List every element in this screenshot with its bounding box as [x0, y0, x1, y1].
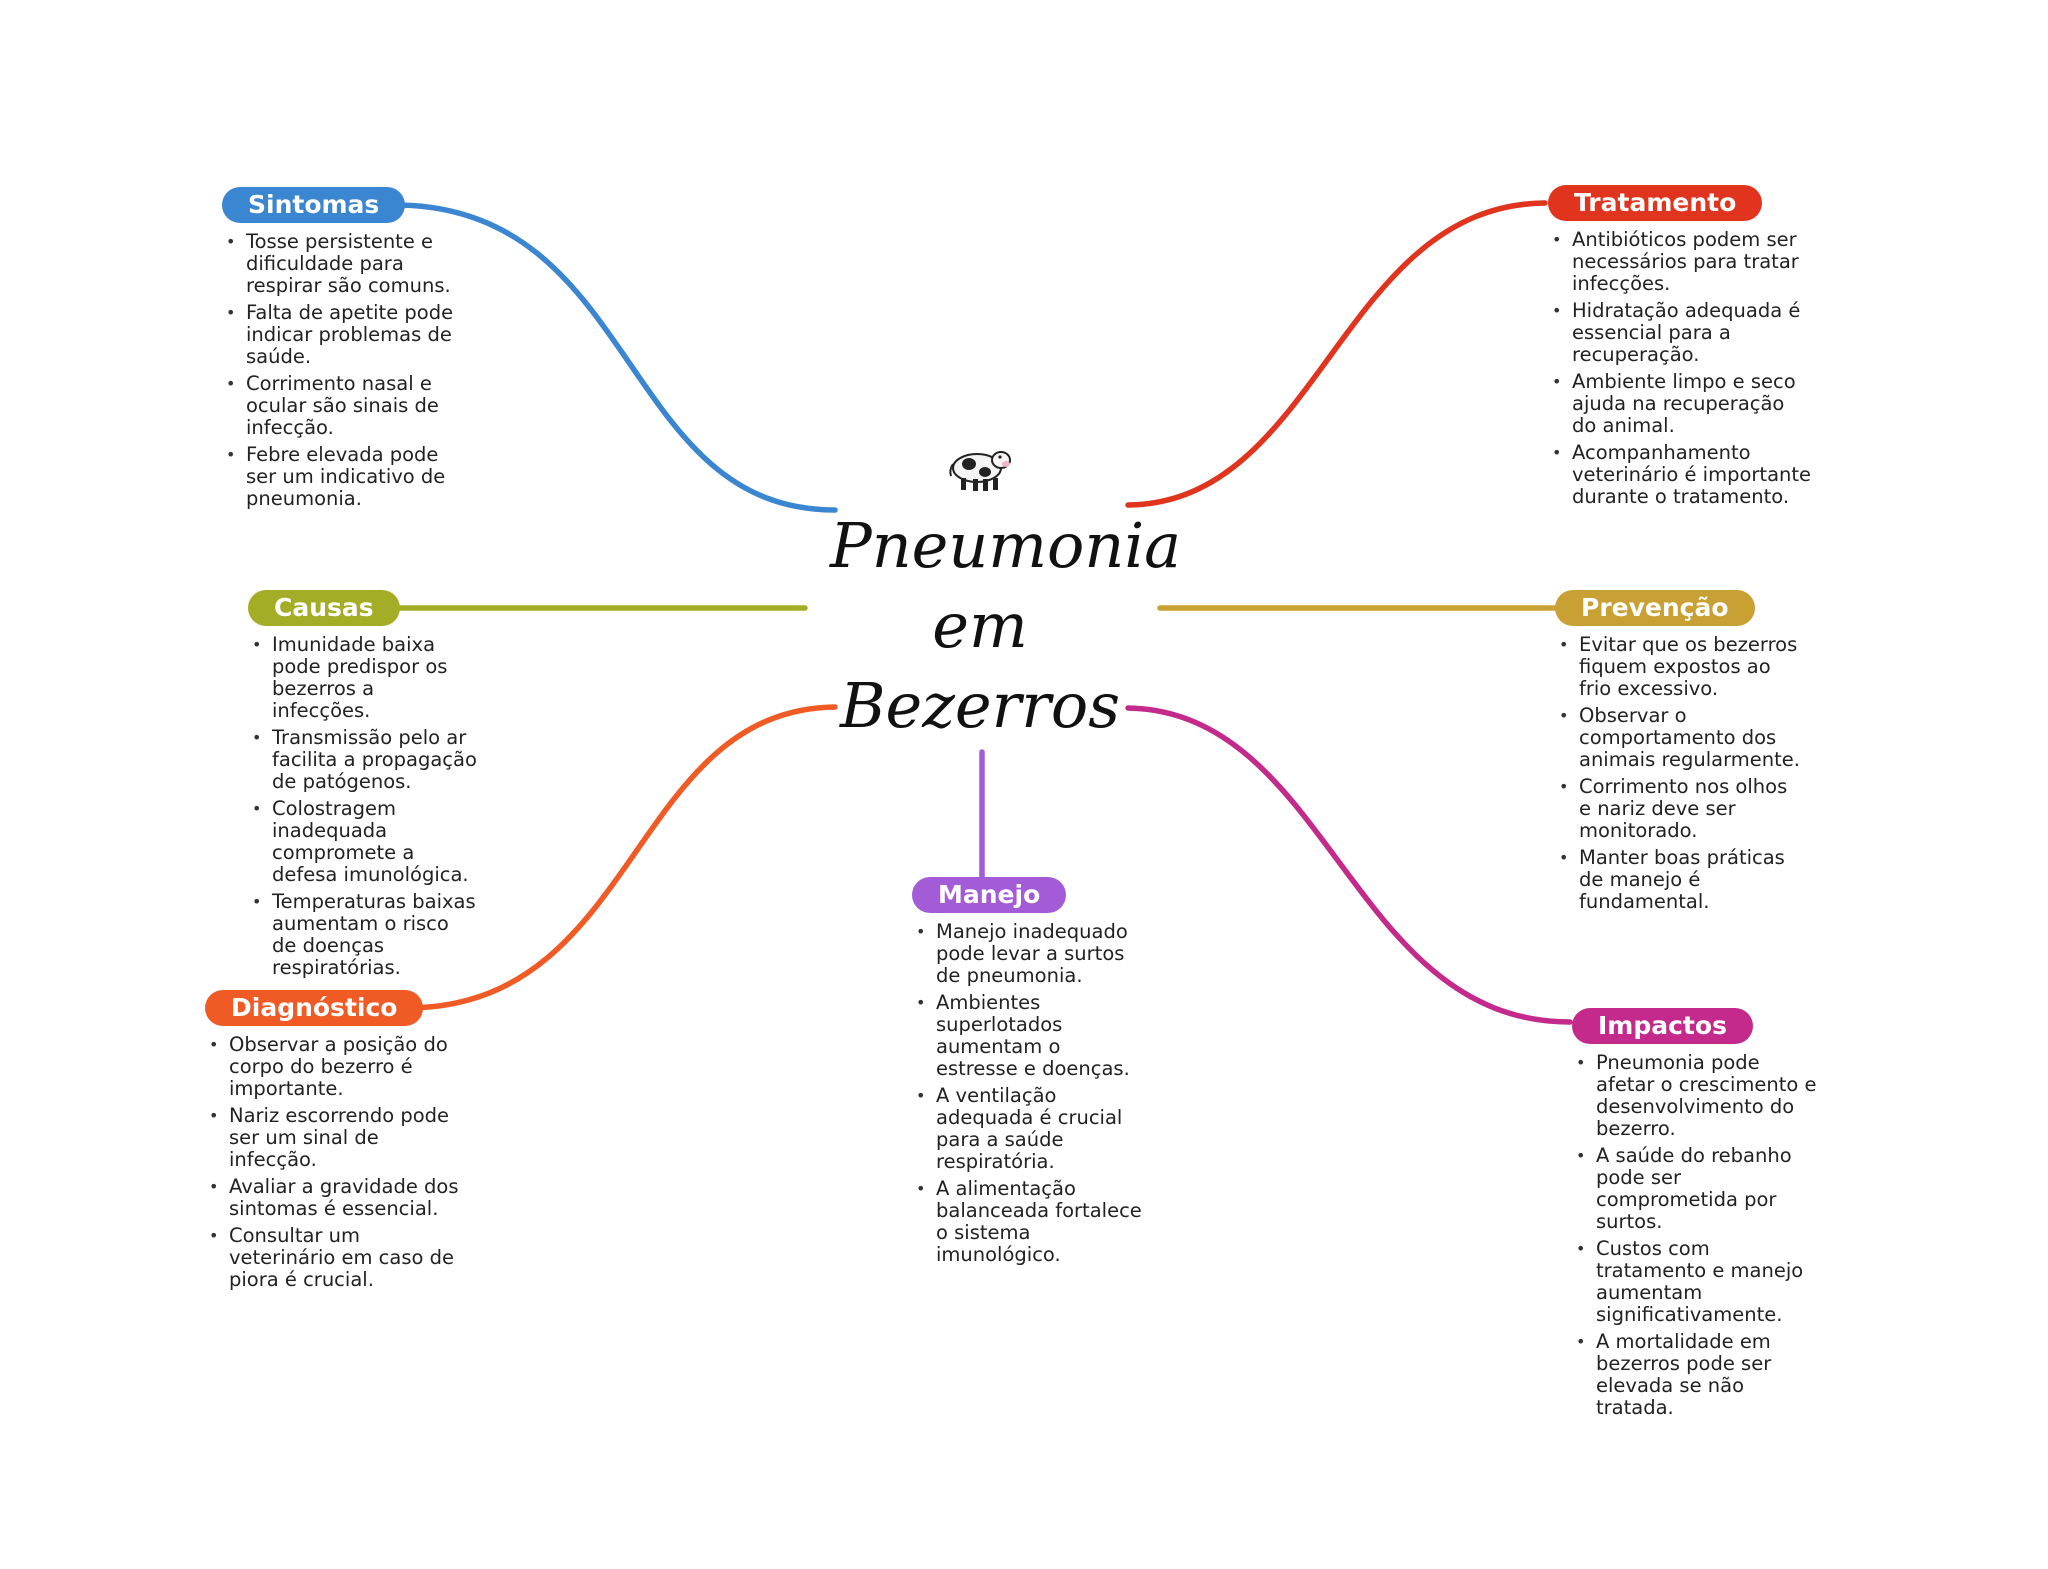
- connector-diagnostico: [407, 704, 838, 1011]
- list-item: Nariz escorrendo pode ser um sinal de in…: [205, 1105, 460, 1171]
- causas-list: Imunidade baixa pode predispor os bezerr…: [248, 634, 478, 979]
- list-item: Manter boas práticas de manejo é fundame…: [1555, 847, 1805, 913]
- list-item: Manejo inadequado pode levar a surtos de…: [912, 921, 1147, 987]
- prevencao-list: Evitar que os bezerros fiquem expostos a…: [1555, 634, 1805, 913]
- list-item: Evitar que os bezerros fiquem expostos a…: [1555, 634, 1805, 700]
- central-title-line-3: Bezerros: [839, 669, 1121, 742]
- topic-prevencao[interactable]: Prevenção: [1555, 590, 1755, 626]
- list-item: Ambientes superlotados aumentam o estres…: [912, 992, 1147, 1080]
- central-title-line-1: Pneumonia: [830, 509, 1182, 582]
- list-item: Acompanhamento veterinário é importante …: [1548, 442, 1813, 508]
- list-item: Custos com tratamento e manejo aumentam …: [1572, 1238, 1817, 1326]
- list-item: Hidratação adequada é essencial para a r…: [1548, 300, 1813, 366]
- list-item: A ventilação adequada é crucial para a s…: [912, 1085, 1147, 1173]
- branch-sintomas: Sintomas Tosse persistente e dificuldade…: [222, 187, 472, 515]
- branch-tratamento: Tratamento Antibióticos podem ser necess…: [1548, 185, 1813, 513]
- list-item: Pneumonia pode afetar o crescimento e de…: [1572, 1052, 1817, 1140]
- list-item: Corrimento nasal e ocular são sinais de …: [222, 373, 472, 439]
- topic-sintomas[interactable]: Sintomas: [222, 187, 406, 223]
- list-item: Consultar um veterinário em caso de pior…: [205, 1225, 460, 1291]
- diagnostico-list: Observar a posição do corpo do bezerro é…: [205, 1034, 460, 1291]
- list-item: A alimentação balanceada fortalece o sis…: [912, 1178, 1147, 1266]
- manejo-list: Manejo inadequado pode levar a surtos de…: [912, 921, 1147, 1266]
- connector-tratamento: [1125, 200, 1548, 508]
- topic-manejo[interactable]: Manejo: [912, 877, 1067, 913]
- list-item: Observar o comportamento dos animais reg…: [1555, 705, 1805, 771]
- branch-impactos: Impactos Pneumonia pode afetar o crescim…: [1572, 1008, 1817, 1424]
- branch-prevencao: Prevenção Evitar que os bezerros fiquem …: [1555, 590, 1805, 918]
- list-item: Tosse persistente e dificuldade para res…: [222, 231, 472, 297]
- list-item: Temperaturas baixas aumentam o risco de …: [248, 891, 478, 979]
- list-item: Corrimento nos olhos e nariz deve ser mo…: [1555, 776, 1805, 842]
- connector-sintomas: [397, 202, 838, 513]
- topic-causas[interactable]: Causas: [248, 590, 400, 626]
- topic-impactos[interactable]: Impactos: [1572, 1008, 1753, 1044]
- connector-impactos: [1125, 705, 1573, 1025]
- topic-tratamento[interactable]: Tratamento: [1548, 185, 1763, 221]
- list-item: Observar a posição do corpo do bezerro é…: [205, 1034, 460, 1100]
- list-item: Colostragem inadequada compromete a defe…: [248, 798, 478, 886]
- central-title-line-2: em: [932, 589, 1028, 662]
- sintomas-list: Tosse persistente e dificuldade para res…: [222, 231, 472, 510]
- list-item: Avaliar a gravidade dos sintomas é essen…: [205, 1176, 460, 1220]
- list-item: Falta de apetite pode indicar problemas …: [222, 302, 472, 368]
- list-item: A mortalidade em bezerros pode ser eleva…: [1572, 1331, 1817, 1419]
- branch-manejo: Manejo Manejo inadequado pode levar a su…: [912, 877, 1147, 1271]
- cow-icon: [830, 440, 1130, 506]
- central-topic[interactable]: Pneumonia em Bezerros: [830, 440, 1182, 746]
- list-item: A saúde do rebanho pode ser comprometida…: [1572, 1145, 1817, 1233]
- branch-diagnostico: Diagnóstico Observar a posição do corpo …: [205, 990, 460, 1296]
- impactos-list: Pneumonia pode afetar o crescimento e de…: [1572, 1052, 1817, 1419]
- topic-diagnostico[interactable]: Diagnóstico: [205, 990, 424, 1026]
- list-item: Imunidade baixa pode predispor os bezerr…: [248, 634, 478, 722]
- list-item: Ambiente limpo e seco ajuda na recuperaç…: [1548, 371, 1813, 437]
- list-item: Febre elevada pode ser um indicativo de …: [222, 444, 472, 510]
- list-item: Antibióticos podem ser necessários para …: [1548, 229, 1813, 295]
- branch-causas: Causas Imunidade baixa pode predispor os…: [248, 590, 478, 984]
- list-item: Transmissão pelo ar facilita a propagaçã…: [248, 727, 478, 793]
- tratamento-list: Antibióticos podem ser necessários para …: [1548, 229, 1813, 508]
